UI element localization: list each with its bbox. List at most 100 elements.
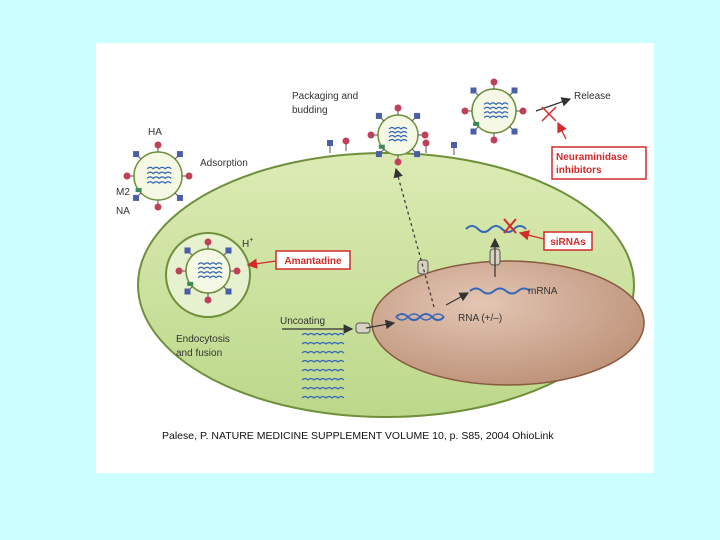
nucleus (371, 260, 645, 386)
uncoated-rna-segment (301, 359, 345, 363)
virion-rna (483, 106, 509, 110)
figure-panel: Amantadine Neuraminidase inhibitors siRN… (96, 43, 654, 473)
na-spike (327, 140, 333, 146)
virion-rna (146, 166, 172, 170)
ha-spike (422, 139, 430, 147)
ha-label: HA (148, 127, 162, 138)
ha-spike (185, 172, 193, 180)
ha-spike (233, 267, 241, 275)
ha-spike (204, 296, 212, 304)
ha-spike (154, 141, 162, 149)
cytoplasmic-mrna-strand (465, 225, 527, 233)
ha-spike (342, 137, 350, 145)
release-block-mark (541, 106, 557, 122)
endocytosis-label-line2: and fusion (176, 348, 222, 359)
virion-rna (146, 171, 172, 175)
uncoated-rna-segment (301, 395, 345, 399)
na-spike (375, 151, 382, 158)
release-label: Release (574, 91, 611, 102)
ha-spike (204, 238, 212, 246)
ha-spike (519, 107, 527, 115)
nuclear-pore (417, 259, 429, 275)
virion-endocytosed (175, 238, 241, 304)
ha-spike (154, 203, 162, 211)
virion-rna (197, 266, 223, 270)
na-spike (133, 151, 140, 158)
virion-rna (146, 176, 172, 180)
virion-envelope (471, 88, 517, 134)
na-spike (511, 87, 518, 94)
ha-spike (461, 107, 469, 115)
rna-helix-strand2 (395, 313, 445, 321)
sirna-arrow (518, 230, 545, 241)
na-label: NA (116, 206, 130, 217)
uncoated-rna-segment (301, 350, 345, 354)
ha-spike (175, 267, 183, 275)
ha-spike (123, 172, 131, 180)
uncoated-rna-segment (301, 341, 345, 345)
amantadine-label: Amantadine (284, 256, 342, 267)
na-spike (225, 288, 232, 295)
amantadine-arrow (246, 258, 277, 269)
na-spike (176, 194, 183, 201)
packaging-label-line1: Packaging and (292, 91, 358, 102)
ha-spike (490, 78, 498, 86)
ha-spike (394, 104, 402, 112)
virion-rna (388, 130, 408, 134)
mrna-label: mRNA (528, 286, 558, 297)
h-plus-label: H+ (242, 237, 253, 250)
virion-rna (197, 262, 223, 266)
virion-rna (388, 138, 408, 142)
sirna-cut-mark (503, 218, 517, 234)
adsorption-label: Adsorption (200, 158, 248, 169)
virion-rna (483, 111, 509, 115)
na-spike (176, 151, 183, 158)
transcription-arrow (445, 292, 470, 306)
endocytosis-label-line1: Endocytosis (176, 334, 230, 345)
ha-spike (367, 131, 375, 139)
virion-rna (388, 126, 408, 130)
uncoated-rna-segment (301, 332, 345, 336)
na-spike (414, 112, 421, 119)
virion-adsorbing (123, 141, 193, 211)
membrane-spikes (327, 137, 457, 155)
m2-channel (473, 121, 480, 126)
na-spike (470, 87, 477, 94)
rna-to-nucleus-arrow (365, 319, 396, 330)
na-spike (133, 194, 140, 201)
sirnas-label: siRNAs (550, 237, 586, 248)
virion-envelope (133, 151, 183, 201)
na-spike (451, 142, 457, 148)
release-arrow (535, 97, 572, 112)
influenza-lifecycle-diagram: Amantadine Neuraminidase inhibitors siRN… (116, 78, 647, 418)
uncoated-rna-segment (301, 368, 345, 372)
neuraminidase-inhibitors-label-line1: Neuraminidase (556, 152, 628, 163)
na-spike (225, 247, 232, 254)
m2-channel (378, 144, 385, 149)
rna-label: RNA (+/–) (458, 313, 502, 324)
virion-released (461, 78, 527, 144)
virion-budding (367, 104, 429, 166)
m2-label: M2 (116, 187, 130, 198)
na-spike (184, 288, 191, 295)
ha-spike (394, 158, 402, 166)
ha-spike (421, 131, 429, 139)
virion-rna (146, 181, 172, 185)
uncoated-rna-segment (301, 377, 345, 381)
sirnas-box (543, 231, 593, 251)
uncoated-rna-strands (301, 332, 345, 399)
na-spike (184, 247, 191, 254)
neuraminidase-inhibitors-label-line2: inhibitors (556, 165, 602, 176)
na-spike (414, 151, 421, 158)
virion-envelope (185, 248, 231, 294)
virion-rna (197, 271, 223, 275)
packaging-label-line2: budding (292, 105, 328, 116)
citation: Palese, P. NATURE MEDICINE SUPPLEMENT VO… (162, 430, 554, 442)
neuraminidase-inhibitors-box (551, 146, 647, 180)
na-spike (375, 112, 382, 119)
uncoated-rna-segment (301, 386, 345, 390)
ha-spike (490, 136, 498, 144)
mrna-strand (469, 287, 531, 295)
amantadine-box (275, 250, 351, 270)
virion-rna (483, 115, 509, 119)
